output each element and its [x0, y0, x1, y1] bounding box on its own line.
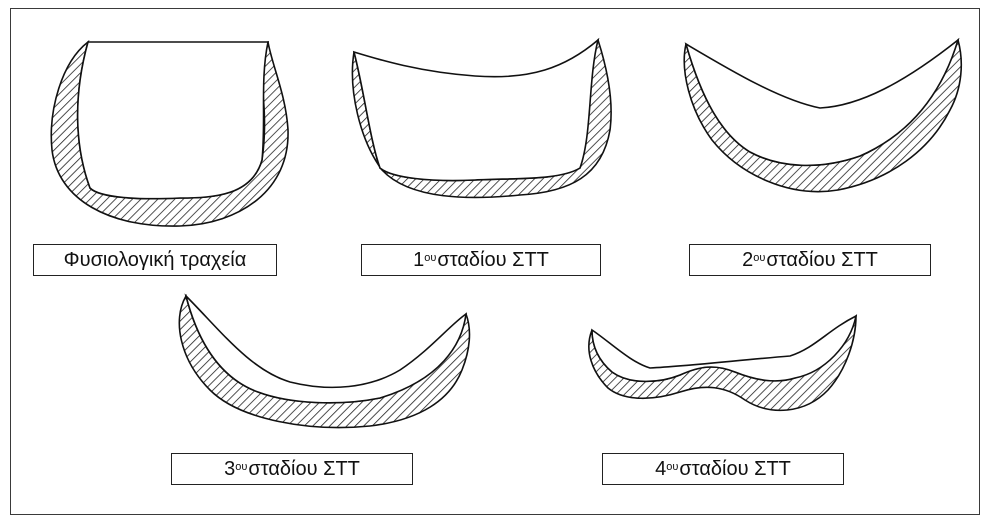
stage2-text: σταδίου ΣΤΤ [766, 249, 878, 272]
stage2-number: 2 [742, 249, 753, 272]
stage1-ordinal: ου [424, 252, 436, 264]
stage4-ordinal: ου [666, 461, 678, 473]
stage3-number: 3 [224, 458, 235, 481]
stage4-trachea-shape [589, 316, 856, 410]
stage4-text: σταδίου ΣΤΤ [679, 458, 791, 481]
stage1-number: 1 [413, 249, 424, 272]
label-normal-trachea: Φυσιολογική τραχεία [33, 244, 277, 276]
stage1-trachea-lumen [354, 40, 598, 181]
stage2-ordinal: ου [753, 252, 765, 264]
stage3-ordinal: ου [235, 461, 247, 473]
stage3-trachea-shape [179, 296, 469, 428]
stage4-number: 4 [655, 458, 666, 481]
normal-trachea-lumen [78, 42, 268, 199]
stage3-text: σταδίου ΣΤΤ [248, 458, 360, 481]
label-normal-text: Φυσιολογική τραχεία [64, 249, 247, 272]
normal-trachea-shape [51, 42, 288, 226]
stage1-trachea-shape [352, 40, 611, 197]
stage2-trachea-shape [684, 40, 961, 192]
stage1-text: σταδίου ΣΤΤ [437, 249, 549, 272]
